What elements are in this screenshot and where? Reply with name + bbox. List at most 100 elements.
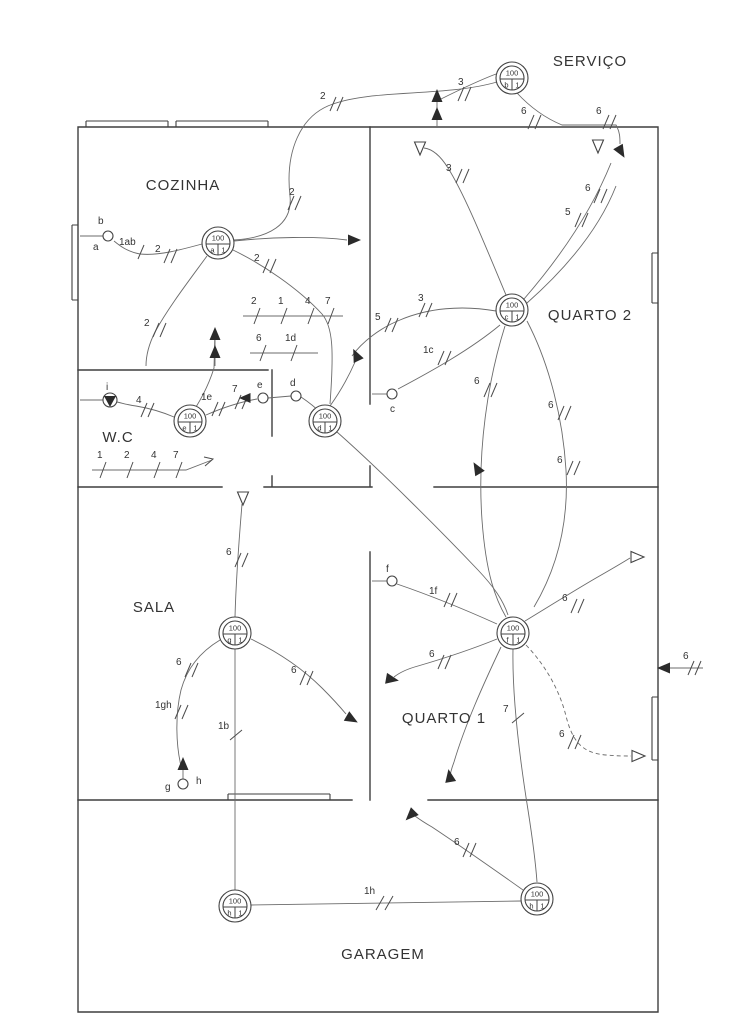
switch-e: e — [257, 380, 269, 404]
light-point-h2: 100 h 1 — [520, 882, 554, 916]
conductor-count: 1ab — [119, 237, 136, 248]
lamp-letter: h — [529, 902, 533, 911]
conductor-count: 6 — [559, 729, 565, 740]
conduit-c-to-d — [351, 307, 497, 357]
conductor-marker: 1f — [429, 586, 458, 608]
riser-arrow-up — [431, 107, 443, 120]
conduit-e-to-i — [116, 401, 175, 418]
light-point-c: 100 c 1 — [495, 293, 529, 327]
interior-walls — [77, 126, 659, 801]
conductor-marker: 6 — [559, 729, 582, 750]
lamp-letter: g — [227, 636, 231, 645]
switch-letter: a — [93, 242, 99, 253]
light-point-g: 100 g 1 — [218, 616, 252, 650]
switch-c: c — [386, 388, 398, 415]
conductor-marker: 1 — [278, 296, 288, 325]
lamp-power: 100 — [507, 624, 520, 633]
conductor-marker: 1ab — [119, 237, 145, 260]
conductor-tick — [299, 670, 314, 686]
arrow-down-left — [405, 807, 419, 821]
lamp-letter: d — [317, 424, 321, 433]
conduit-f-lower-right — [525, 644, 632, 757]
conductor-tick — [593, 188, 608, 204]
lamp-letter: c — [505, 313, 509, 322]
conductor-marker: 6 — [521, 106, 542, 130]
conductor-count: 7 — [503, 704, 509, 715]
conduit-f-upper-right — [524, 557, 631, 622]
conduit-c-to-topleft — [423, 147, 507, 296]
conductor-tick — [437, 654, 452, 670]
switch-letter: c — [390, 404, 395, 415]
conduit-c-to-corner-inner — [523, 162, 612, 300]
conductor-tick — [259, 344, 267, 362]
conductor-tick — [184, 662, 199, 678]
conductor-tick — [99, 461, 107, 479]
switch-circle — [386, 388, 398, 400]
riser-arrow-up — [431, 89, 443, 102]
conductor-marker: 7 — [325, 296, 335, 325]
conduit-b-to-risers — [440, 73, 497, 100]
arrow-left — [239, 393, 251, 403]
conductor-count: 6 — [429, 649, 435, 660]
down-arrow-open — [236, 491, 250, 507]
conductor-count: 3 — [418, 293, 424, 304]
conductor-count: 2 — [124, 450, 130, 461]
conductor-count: 1gh — [155, 700, 172, 711]
conductor-tick — [602, 114, 617, 130]
conductor-count: 1 — [97, 450, 103, 461]
conductor-count: 6 — [226, 547, 232, 558]
lamp-circuit: 1 — [328, 424, 332, 433]
conductor-tick — [253, 307, 261, 325]
switch-f: f — [386, 564, 398, 587]
conduit-c-to-f-right — [526, 320, 567, 608]
conductor-count: 2 — [155, 244, 161, 255]
conductor-marker: 6 — [176, 657, 199, 678]
conductor-count: 6 — [521, 106, 527, 117]
conductor-tick — [126, 461, 134, 479]
conductor-tick — [418, 302, 433, 318]
conductor-count: 1c — [423, 345, 434, 356]
arrow-right-down — [343, 711, 358, 723]
conductor-tick — [280, 307, 288, 325]
conductor-tick — [290, 344, 298, 362]
conductor-marker: 7 — [503, 704, 525, 724]
conductor-tick — [137, 244, 145, 260]
lamp-letter: h — [227, 909, 231, 918]
switch-letter: d — [290, 378, 296, 389]
switch-circle — [257, 392, 269, 404]
down-arrow-open — [413, 141, 427, 157]
conduit-a-downleft — [145, 255, 208, 367]
conduit-b-to-corner — [516, 92, 621, 145]
conductor-tick — [570, 598, 585, 614]
conductor-count: 1h — [364, 886, 375, 897]
conductor-marker: 6 — [256, 333, 267, 362]
conductor-marker: 2 — [320, 91, 344, 112]
conductor-count: 6 — [474, 376, 480, 387]
conductor-tick — [211, 401, 226, 417]
conductor-marker: 3 — [418, 293, 433, 318]
external-wall-arrow — [657, 662, 670, 674]
lamp-circuit: 1 — [516, 636, 520, 645]
conductor-marker: 6 — [291, 665, 314, 686]
conductor-marker: 3 — [457, 77, 472, 102]
conductor-marker: 6 — [474, 376, 498, 398]
conductor-tick — [287, 195, 302, 211]
switch-letter: e — [257, 380, 263, 391]
conductor-count: 3 — [446, 163, 452, 174]
conduit-f-left — [393, 638, 498, 678]
conduit-a-to-d — [232, 249, 333, 405]
conductor-marker: 1h — [364, 886, 394, 911]
room-label-wc: W.C — [102, 429, 133, 446]
conductor-count: 4 — [136, 395, 142, 406]
switch-letter: i — [106, 382, 108, 393]
conductor-marker: 6 — [226, 547, 249, 568]
conduit-c-to-f-left — [480, 325, 507, 618]
window-lines — [71, 120, 658, 800]
lamp-circuit: 1 — [515, 313, 519, 322]
conductor-tick — [455, 168, 470, 184]
down-arrow-open — [591, 139, 605, 155]
conductor-tick — [566, 460, 581, 476]
conductor-count: 6 — [562, 593, 568, 604]
conductor-marker: 2 — [251, 296, 261, 325]
conductor-count: 1f — [429, 586, 438, 597]
